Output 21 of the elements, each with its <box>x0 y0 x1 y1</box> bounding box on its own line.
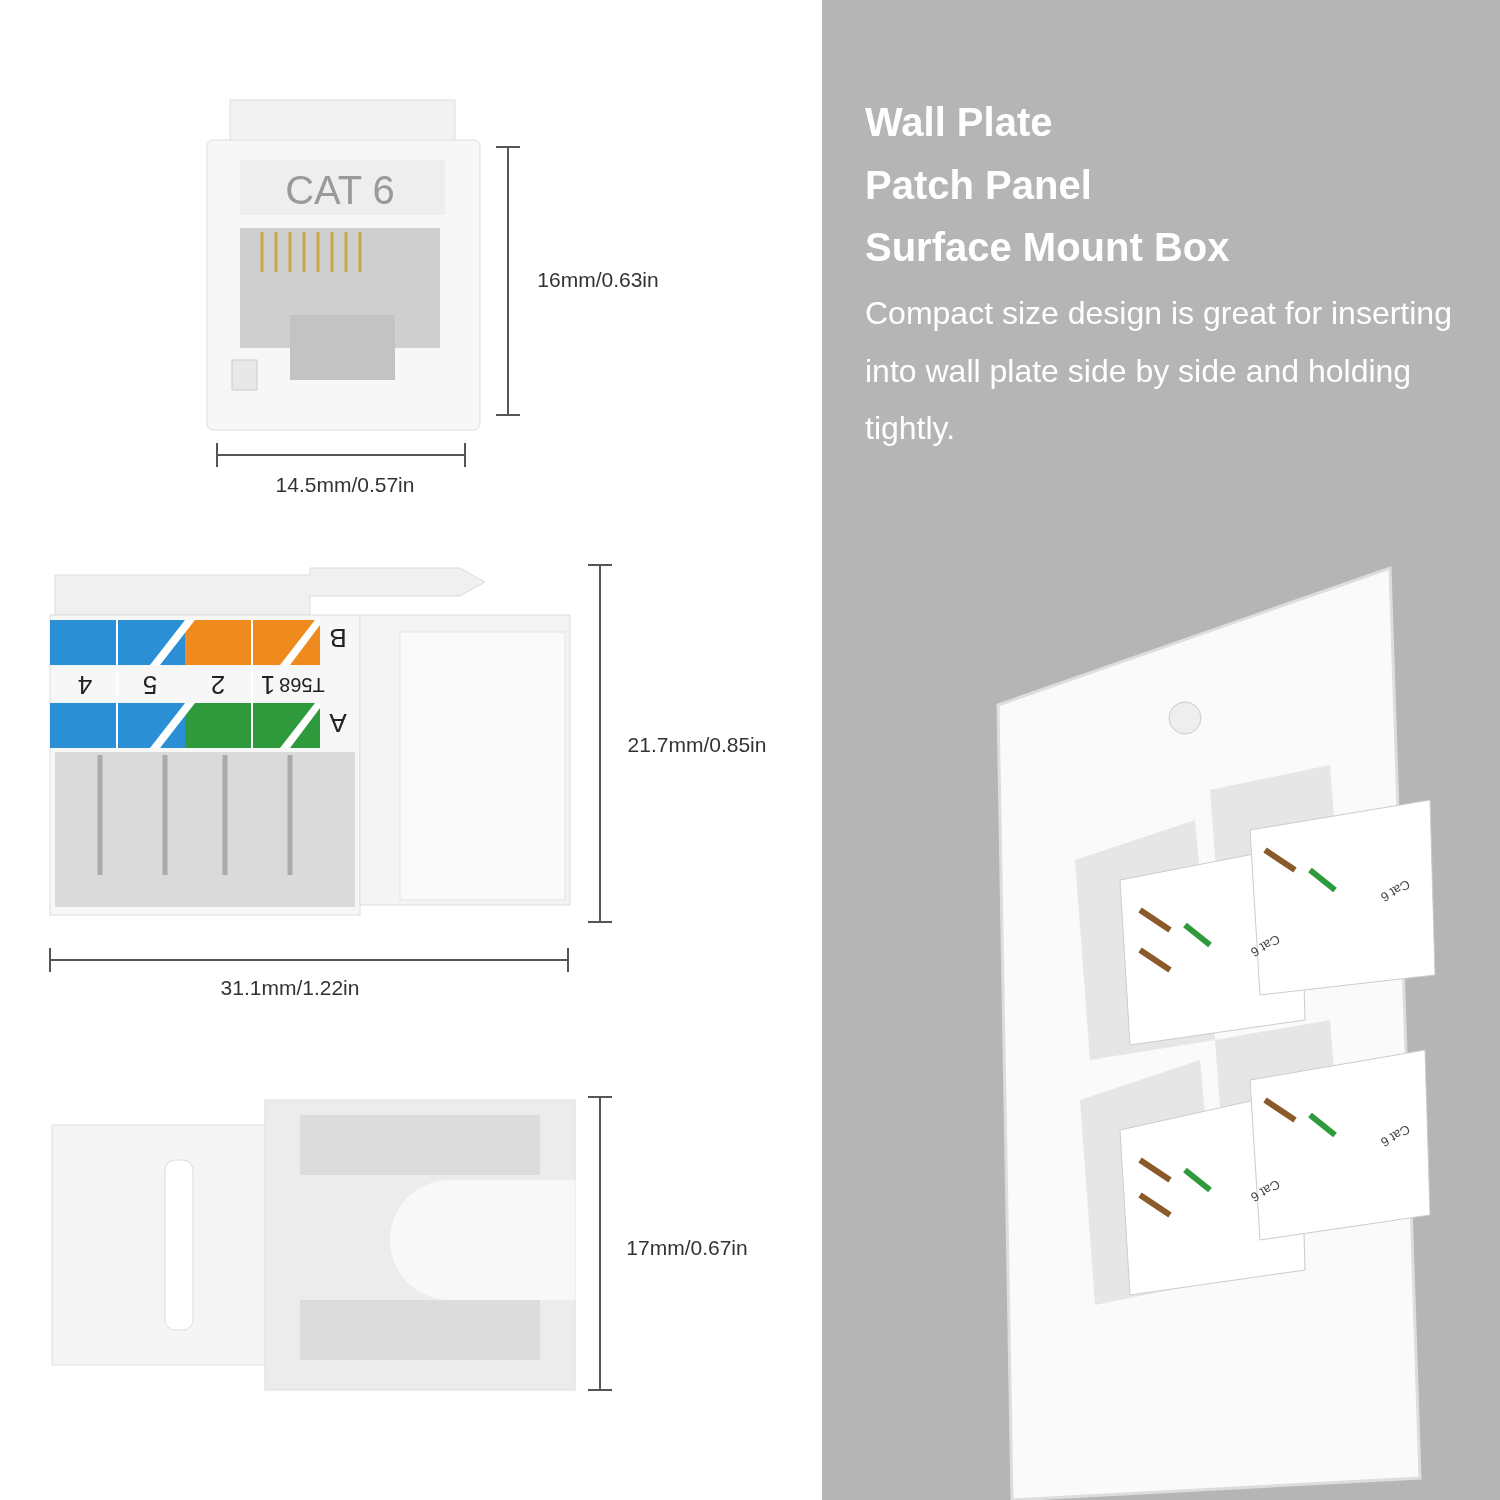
dimension-label: 31.1mm/1.22in <box>220 975 360 1001</box>
embossed-text: CAT 6 <box>285 167 395 213</box>
pin-number: 5 <box>142 669 158 699</box>
wiring-code-label: B <box>329 622 347 652</box>
dimension-label: 17mm/0.67in <box>626 1235 748 1261</box>
jack-marking-text: Cat 6 <box>1247 930 1283 960</box>
dimension-label: 14.5mm/0.57in <box>275 472 415 498</box>
heading-text: Surface Mount Box <box>865 224 1230 270</box>
heading-text: Patch Panel <box>865 162 1092 208</box>
jack-marking-text: Cat 6 <box>1377 1120 1413 1150</box>
description-text: Compact size design is great for inserting into wall plate side by side and holding tightly. <box>865 294 1453 449</box>
pin-number: 4 <box>77 669 93 699</box>
heading-text: Wall Plate <box>865 99 1053 145</box>
jack-marking-text: Cat 6 <box>1377 875 1413 905</box>
dimension-label: 21.7mm/0.85in <box>627 732 767 758</box>
wiring-standard-label: T568 <box>279 672 325 696</box>
dimension-label: 16mm/0.63in <box>537 267 659 293</box>
wiring-code-label: A <box>329 707 347 737</box>
pin-number: 2 <box>210 669 226 699</box>
jack-marking-text: Cat 6 <box>1247 1175 1283 1205</box>
pin-number: 1 <box>260 669 276 699</box>
